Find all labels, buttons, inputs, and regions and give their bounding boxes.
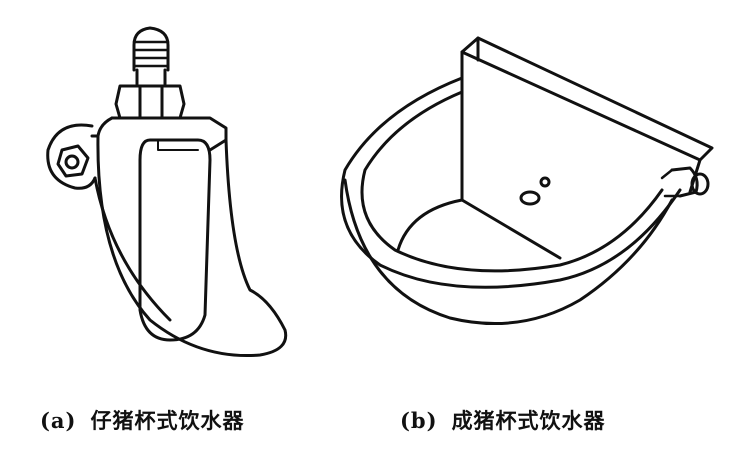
caption-adult-pig-drinker: (b) 成猪杯式饮水器 [400, 405, 606, 435]
figure-label-b: (b) [400, 408, 438, 433]
adult-cup-drinker-drawing [340, 36, 714, 326]
caption-text-b: 成猪杯式饮水器 [451, 408, 606, 433]
drinker-illustrations [46, 26, 714, 358]
piglet-cup-drinker-drawing [46, 26, 288, 358]
caption-piglet-drinker: (a) 仔猪杯式饮水器 [40, 405, 244, 435]
caption-text-a: 仔猪杯式饮水器 [90, 408, 245, 433]
figure-label-a: (a) [40, 408, 77, 433]
